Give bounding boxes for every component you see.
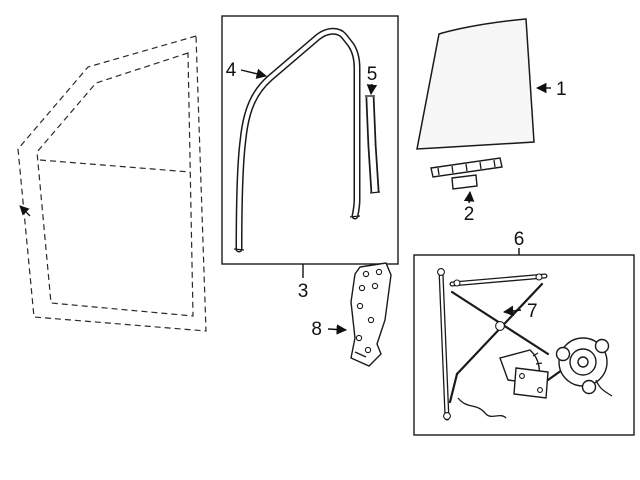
callout-2-label: 2 (464, 204, 475, 225)
door-direction-arrow (19, 205, 31, 217)
callout-4-arrow (240, 68, 268, 79)
window-glass (416, 18, 535, 150)
callout-8-arrow (327, 324, 348, 335)
callout-5-label: 5 (367, 64, 378, 85)
callout-1-label: 1 (556, 79, 567, 100)
callout-3-label: 3 (298, 281, 309, 302)
glass-run-box (221, 15, 399, 265)
callout-7-arrow (502, 305, 522, 317)
callout-5-arrow (366, 83, 378, 96)
glass-run-channel (233, 27, 361, 253)
callout-8-label: 8 (311, 319, 322, 340)
mounting-bracket (350, 262, 392, 367)
door-outline (17, 35, 207, 332)
regulator-motor (546, 337, 613, 397)
callout-2: 2 (463, 190, 475, 225)
callout-8: 8 (311, 319, 348, 340)
callout-6-label: 6 (514, 229, 525, 250)
callout-4-label: 4 (226, 60, 237, 81)
callout-3: 3 (298, 264, 309, 302)
window-regulator (437, 268, 550, 421)
callout-5: 5 (366, 64, 378, 96)
callout-7-label: 7 (527, 301, 538, 322)
callout-7: 7 (502, 301, 538, 322)
callout-6: 6 (514, 229, 525, 255)
callout-4: 4 (226, 60, 268, 81)
callout-1: 1 (535, 79, 567, 100)
glass-bottom-channel (430, 157, 503, 190)
division-channel (365, 95, 381, 194)
regulator-box (413, 254, 635, 436)
callout-2-arrow (463, 190, 475, 204)
